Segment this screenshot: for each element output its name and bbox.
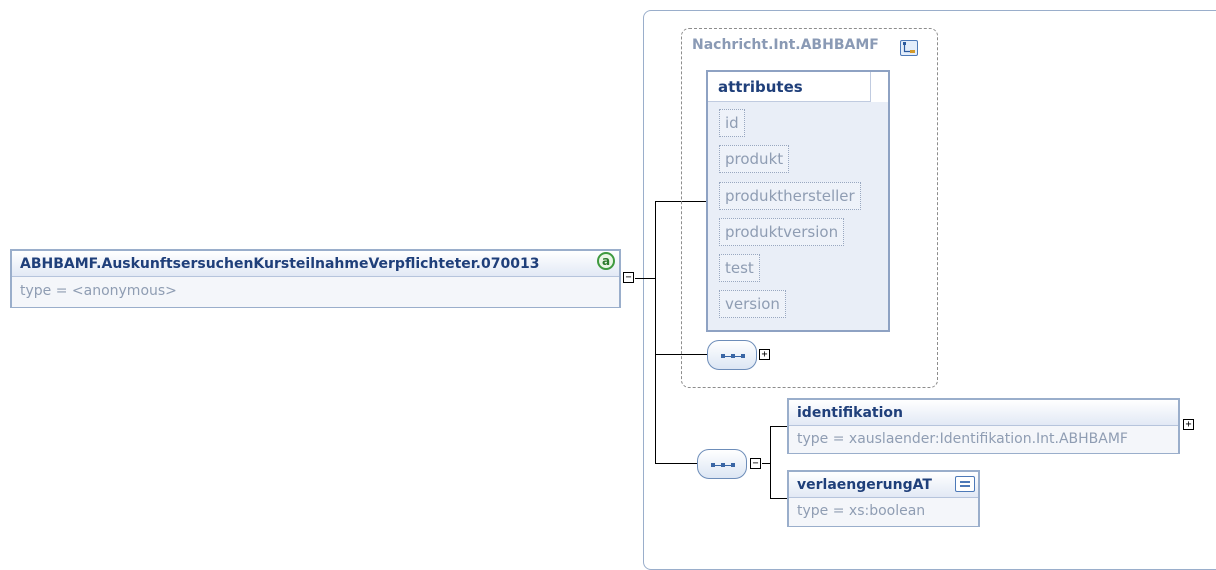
connector-line bbox=[655, 201, 656, 463]
connector-line bbox=[762, 463, 770, 464]
sequence-compositor[interactable] bbox=[707, 340, 757, 370]
attribute-item[interactable]: produktversion bbox=[719, 218, 845, 246]
attribute-item[interactable]: produkt bbox=[719, 145, 790, 173]
attributes-corner bbox=[871, 72, 888, 102]
sequence-collapse-toggle[interactable]: − bbox=[750, 458, 761, 469]
root-element-type: type = <anonymous> bbox=[12, 277, 619, 307]
connector-line bbox=[655, 463, 697, 464]
element-type: type = xauslaender:Identifikation.Int.AB… bbox=[789, 426, 1178, 453]
complex-type-title: Nachricht.Int.ABHBAMF bbox=[692, 37, 879, 53]
root-element-box[interactable]: ABHBAMF.AuskunftsersuchenKursteilnahmeVe… bbox=[10, 249, 621, 308]
attributes-title: attributes bbox=[708, 72, 871, 102]
connector-line bbox=[770, 498, 787, 499]
complex-type-group bbox=[681, 28, 938, 388]
element-name: identifikation bbox=[789, 400, 1178, 426]
annotation-icon: a bbox=[597, 252, 615, 270]
element-type: type = xs:boolean bbox=[789, 498, 978, 526]
element-name: verlaengerungAT bbox=[789, 472, 978, 498]
sequence-expand-toggle[interactable]: + bbox=[759, 349, 770, 360]
documentation-icon bbox=[955, 476, 975, 492]
element-identifikation[interactable]: identifikation type = xauslaender:Identi… bbox=[787, 398, 1180, 454]
sequence-compositor[interactable] bbox=[697, 449, 747, 479]
connector-line bbox=[770, 426, 787, 427]
connector-line bbox=[770, 426, 771, 498]
root-collapse-toggle[interactable]: − bbox=[623, 272, 634, 283]
element-verlaengerungAT[interactable]: verlaengerungAT type = xs:boolean bbox=[787, 470, 980, 527]
attribute-item[interactable]: id bbox=[719, 109, 745, 137]
type-hierarchy-icon[interactable] bbox=[900, 40, 918, 56]
attribute-item[interactable]: version bbox=[719, 290, 786, 318]
identifikation-expand-toggle[interactable]: + bbox=[1183, 419, 1194, 430]
attribute-item[interactable]: test bbox=[719, 254, 760, 282]
attribute-item[interactable]: produkthersteller bbox=[719, 182, 861, 210]
connector-line bbox=[635, 278, 655, 279]
root-element-name: ABHBAMF.AuskunftsersuchenKursteilnahmeVe… bbox=[12, 251, 619, 277]
